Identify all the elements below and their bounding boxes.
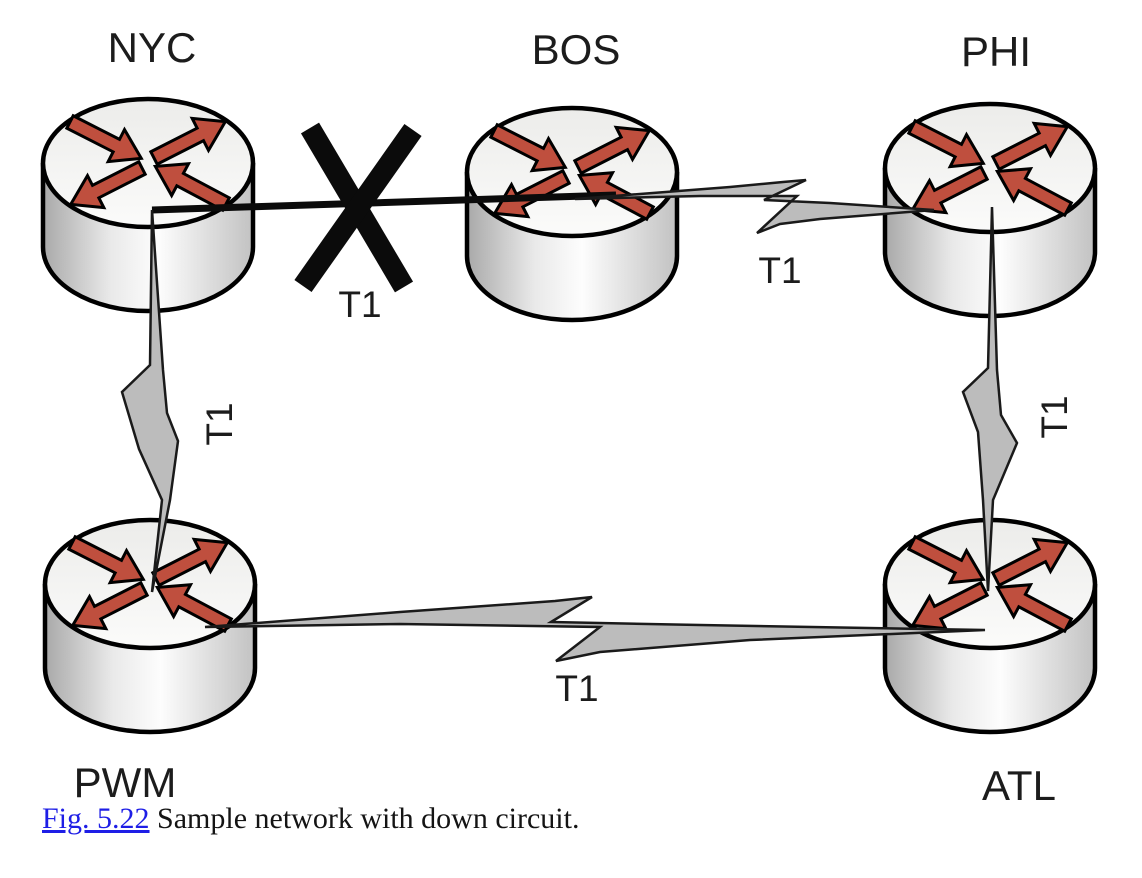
link-label-nyc-bos: T1 [338,284,381,325]
link-label-pwm-atl: T1 [555,668,598,709]
node-label-bos: BOS [532,26,621,73]
router-icon-bos [467,108,677,320]
node-label-phi: PHI [961,28,1031,75]
node-label-atl: ATL [982,762,1056,809]
link-bos-phi [574,178,935,235]
figure-caption-text: Sample network with down circuit. [149,802,580,835]
figure-caption-link[interactable]: Fig. 5.22 [42,802,150,835]
link-label-bos-phi: T1 [758,250,801,291]
link-pwm-atl [204,595,986,663]
figure-caption: Fig. 5.22 Sample network with down circu… [42,802,579,836]
link-phi-atl [961,206,1019,592]
link-nyc-pwm [120,209,180,593]
node-label-nyc: NYC [108,24,197,71]
node-label-pwm: PWM [74,759,177,806]
link-nyc-bos [151,191,617,214]
link-label-nyc-pwm: T1 [199,402,240,445]
link-label-phi-atl: T1 [1034,395,1075,438]
down-circuit-x-icon [294,122,422,293]
